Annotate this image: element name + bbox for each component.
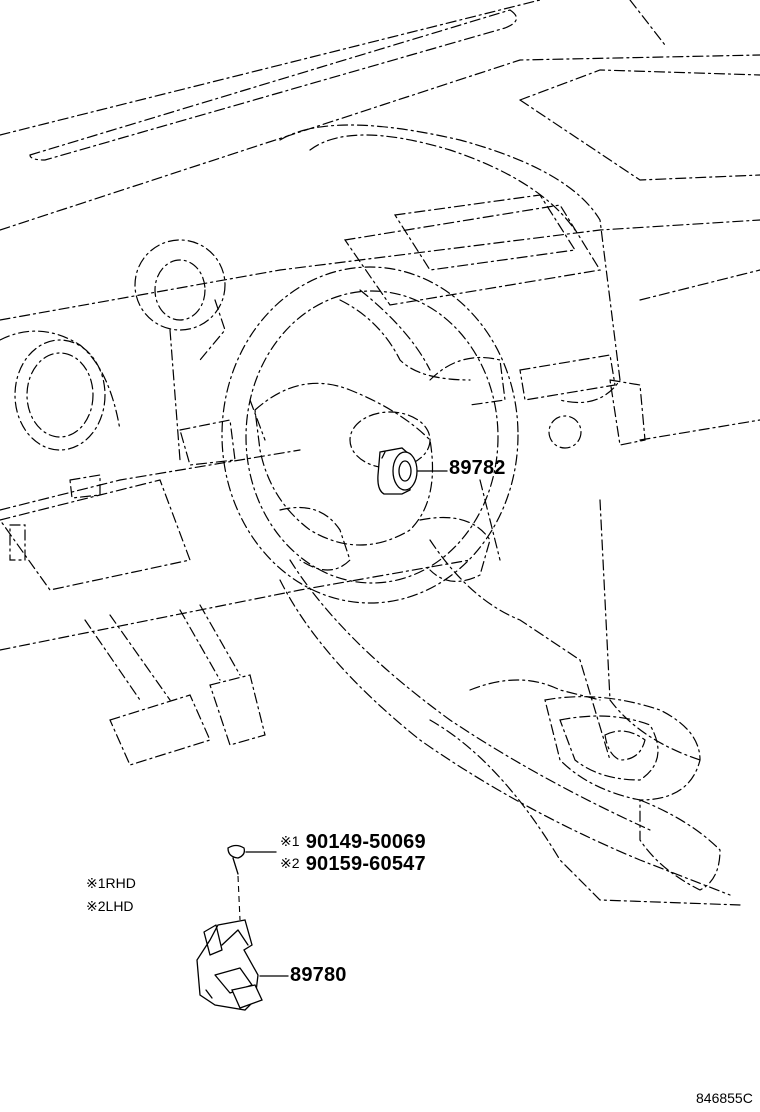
part-89780-shape bbox=[196, 919, 289, 1011]
note-mark-2: ※2 bbox=[86, 898, 106, 914]
dashboard-outline bbox=[0, 0, 760, 906]
fastener-part-1: 90149-50069 bbox=[305, 831, 426, 853]
note-rhd: ※1RHD bbox=[86, 875, 136, 892]
note-text-1: RHD bbox=[105, 875, 136, 891]
note-lhd: ※2LHD bbox=[86, 898, 134, 915]
callout-89780: 89780 bbox=[290, 964, 347, 986]
fastener-mark-2: ※2 bbox=[280, 855, 300, 871]
drawing-code: 846855C bbox=[696, 1090, 753, 1106]
fastener-row-1: ※1 90149-50069 bbox=[280, 831, 426, 854]
note-mark-1: ※1 bbox=[86, 875, 106, 891]
steering-wheel bbox=[221, 266, 519, 604]
fastener-mark-1: ※1 bbox=[280, 833, 300, 849]
note-text-2: LHD bbox=[105, 898, 134, 914]
bolt-shape bbox=[227, 844, 277, 921]
fastener-row-2: ※2 90159-60547 bbox=[280, 853, 426, 876]
part-89782-shape bbox=[377, 447, 448, 495]
callout-89782: 89782 bbox=[449, 457, 506, 479]
fastener-part-2: 90159-60547 bbox=[305, 853, 426, 875]
